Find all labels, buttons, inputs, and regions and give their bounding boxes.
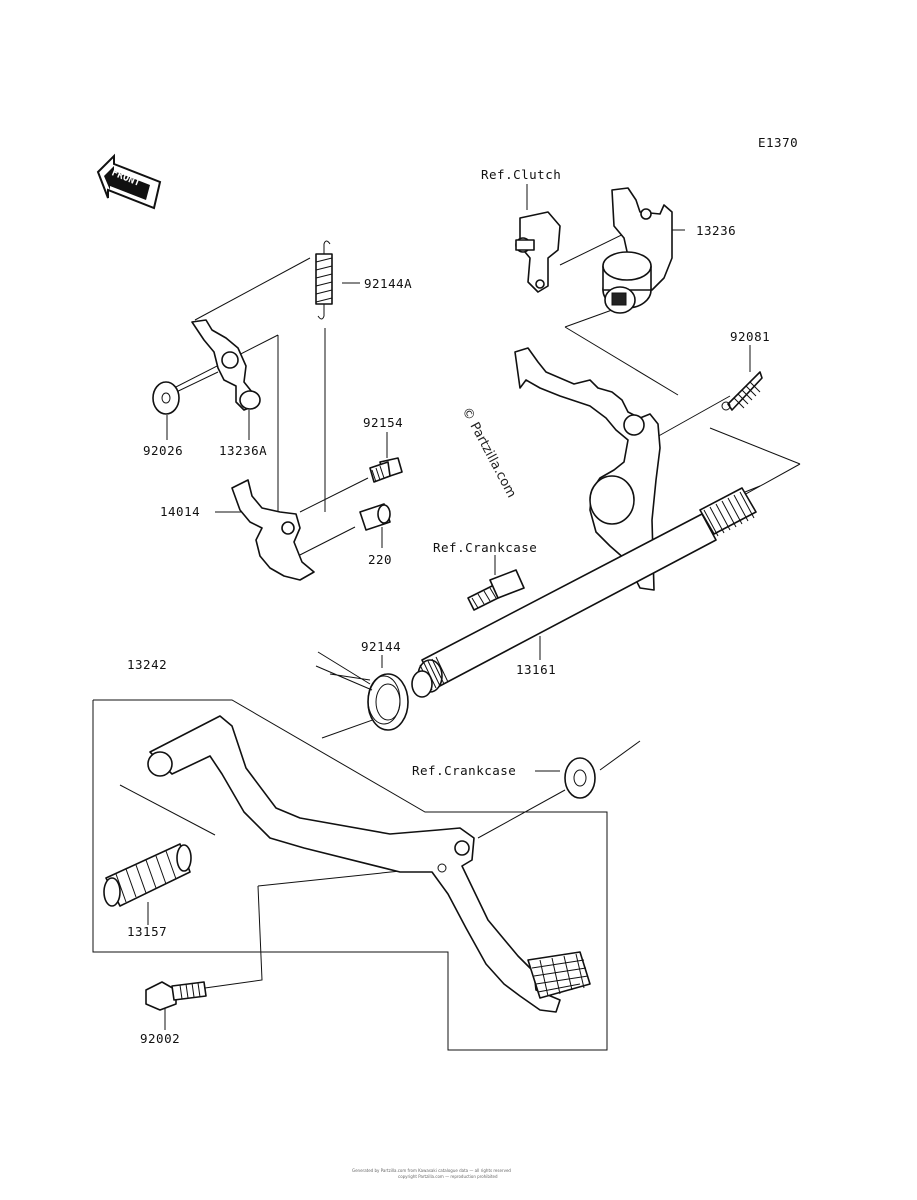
leader-lines <box>92 184 801 1051</box>
shaft-13161-part <box>411 487 757 698</box>
label-92144: 92144 <box>361 639 401 654</box>
diagram-code: E1370 <box>758 135 798 150</box>
label-92026: 92026 <box>143 443 183 458</box>
bolt-92002-part <box>145 981 207 1011</box>
bolt-220-part <box>359 503 391 531</box>
front-arrow-icon: FRONT <box>96 153 162 210</box>
label-92144a: 92144A <box>364 276 412 291</box>
watermark: © Partzilla.com <box>458 405 518 501</box>
shift-shaft-arm-part <box>514 347 661 591</box>
footer-copyright-2: copyright Partzilla.com — reproduction p… <box>398 1174 498 1179</box>
part-labels: Ref.Clutch 13236 92144A 92081 92026 1323… <box>127 167 770 1046</box>
spring-92081-part <box>721 371 763 411</box>
spring-92144a-part <box>315 240 333 320</box>
crankcase-washer-part <box>564 757 596 799</box>
label-13236: 13236 <box>696 223 736 238</box>
washer-92026-part <box>152 381 180 415</box>
bolt-92154-part <box>369 457 403 483</box>
label-13236a: 13236A <box>219 443 267 458</box>
label-92154: 92154 <box>363 415 403 430</box>
label-ref-clutch: Ref.Clutch <box>481 167 561 182</box>
bracket-13236a-part <box>191 319 261 411</box>
crankcase-plug-part <box>467 569 525 611</box>
label-14014: 14014 <box>160 504 200 519</box>
label-ref-crankcase-1: Ref.Crankcase <box>433 540 537 555</box>
clutch-lever-part <box>515 211 561 293</box>
label-92002: 92002 <box>140 1031 180 1046</box>
rubber-13157-part <box>103 843 192 907</box>
shift-lever-13236-part <box>602 187 673 314</box>
footer-copyright-1: Generated by Partzilla.com from Kawasaki… <box>352 1168 511 1173</box>
shift-pedal-13242-part <box>147 715 591 1013</box>
label-220: 220 <box>368 552 392 567</box>
label-13242: 13242 <box>127 657 167 672</box>
label-ref-crankcase-2: Ref.Crankcase <box>412 763 516 778</box>
label-13161: 13161 <box>516 662 556 677</box>
guide-14014-part <box>231 479 315 581</box>
spring-92144-part <box>315 651 409 731</box>
label-13157: 13157 <box>127 924 167 939</box>
label-92081: 92081 <box>730 329 770 344</box>
